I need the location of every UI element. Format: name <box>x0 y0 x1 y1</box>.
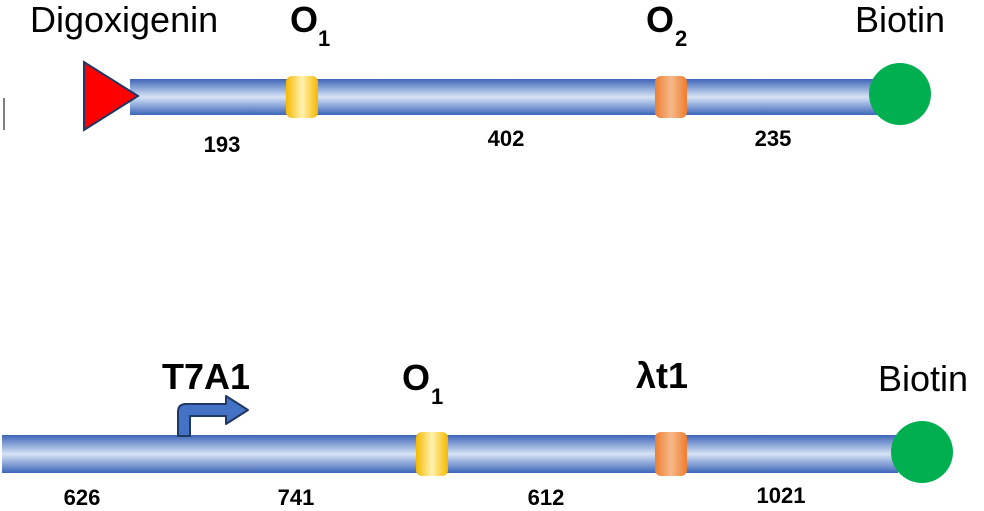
construct-2: T7A1 O 1 λt1 Biotin 626 741 612 1021 <box>2 355 968 510</box>
length-label: 612 <box>528 485 565 510</box>
length-label: 193 <box>204 132 241 157</box>
length-label: 741 <box>278 485 315 510</box>
site-o1-label: O 1 <box>290 0 330 51</box>
length-label: 235 <box>755 126 792 151</box>
promoter-arrow-icon <box>177 395 249 437</box>
terminator-label: λt1 <box>636 355 688 396</box>
dna-strand-2 <box>2 435 898 473</box>
construct-1: Digoxigenin Biotin O 1 O 2 193 402 235 <box>30 0 945 157</box>
site-o2-main: O <box>646 0 674 40</box>
length-label: 402 <box>488 126 525 151</box>
site-o1-sub: 1 <box>431 384 443 409</box>
site-o1-main: O <box>402 357 430 398</box>
site-o2-label: O 2 <box>646 0 687 51</box>
site-o1-label-2: O 1 <box>402 357 443 409</box>
site-o1-sub: 1 <box>318 26 330 51</box>
biotin-label-2: Biotin <box>878 358 968 399</box>
operator-o1-box <box>416 432 448 476</box>
operator-o2-box <box>655 76 687 118</box>
length-label: 1021 <box>757 483 806 508</box>
digoxigenin-triangle-icon <box>83 60 140 132</box>
biotin-label-1: Biotin <box>855 0 945 40</box>
site-o2-sub: 2 <box>675 26 687 51</box>
terminator-lt1-box <box>655 432 687 476</box>
biotin-circle-icon <box>869 63 931 125</box>
site-o1-main: O <box>290 0 318 40</box>
promoter-label: T7A1 <box>162 356 250 397</box>
digoxigenin-label: Digoxigenin <box>30 0 218 40</box>
dna-strand-1 <box>130 79 888 115</box>
length-label: 626 <box>64 485 101 510</box>
biotin-circle-icon <box>891 421 953 483</box>
operator-o1-box <box>286 76 318 118</box>
